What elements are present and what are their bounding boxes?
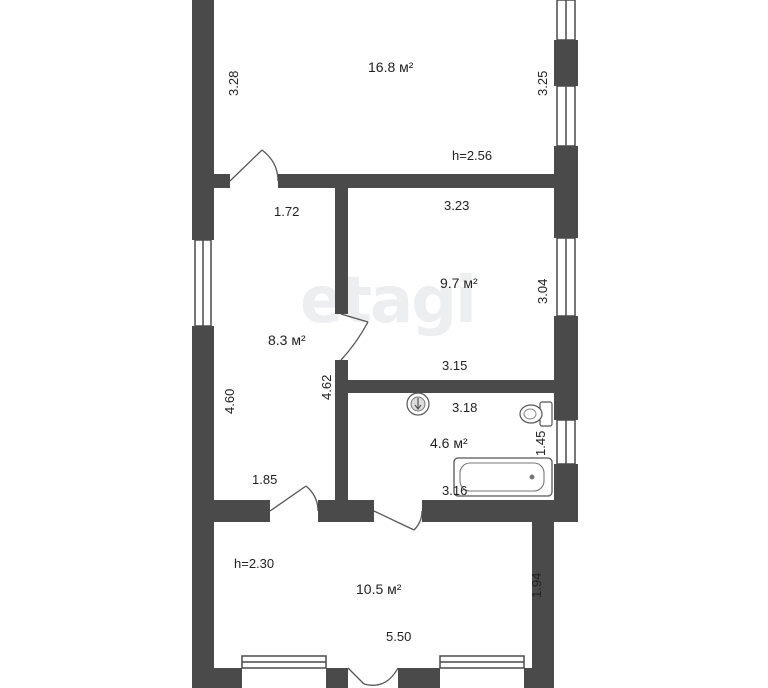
window-bottom-right bbox=[439, 655, 525, 669]
room-left-dim-right: 4.62 bbox=[319, 375, 334, 400]
room-bottom-height: h=2.30 bbox=[234, 556, 274, 571]
door-entrance bbox=[347, 667, 399, 686]
room-left-dim-bottom: 1.85 bbox=[252, 472, 277, 487]
room-bottom-dim-bottom: 5.50 bbox=[386, 629, 411, 644]
bathroom-area: 4.6 м² bbox=[430, 435, 468, 451]
room-top-dim-right: 3.25 bbox=[535, 71, 550, 96]
room-middle-area: 9.7 м² bbox=[440, 275, 478, 291]
toilet-icon bbox=[519, 401, 553, 427]
bathroom-dim-top: 3.18 bbox=[452, 400, 477, 415]
doors bbox=[229, 149, 423, 686]
room-left-dim-top: 1.72 bbox=[274, 204, 299, 219]
room-top-area: 16.8 м² bbox=[368, 59, 414, 75]
window-bathroom bbox=[556, 419, 576, 465]
room-top-height: h=2.56 bbox=[452, 148, 492, 163]
bathroom-dim-bottom: 3.16 bbox=[442, 483, 467, 498]
room-middle-dim-right: 3.04 bbox=[535, 279, 550, 304]
window-middle-right bbox=[556, 237, 576, 317]
room-bottom-dim-right: 1.94 bbox=[529, 573, 544, 598]
room-middle-dim-bottom: 3.15 bbox=[442, 358, 467, 373]
window-top-right-2 bbox=[556, 85, 576, 147]
bathroom-dim-right: 1.45 bbox=[533, 431, 548, 456]
room-middle-dim-top: 3.23 bbox=[444, 198, 469, 213]
walls bbox=[192, 0, 578, 688]
watermark: etagi bbox=[300, 264, 475, 338]
door-bathroom bbox=[373, 510, 423, 531]
room-left-area: 8.3 м² bbox=[268, 332, 306, 348]
room-bottom-area: 10.5 м² bbox=[356, 581, 402, 597]
bathtub-icon bbox=[453, 457, 553, 497]
room-top-dim-left: 3.28 bbox=[226, 71, 241, 96]
door-left-room bbox=[269, 485, 319, 512]
door-top-room bbox=[229, 149, 279, 182]
window-bottom-left bbox=[241, 655, 327, 669]
floor-drain-icon bbox=[406, 392, 430, 416]
window-left bbox=[194, 239, 212, 327]
room-left-dim-left: 4.60 bbox=[222, 389, 237, 414]
windows bbox=[194, 0, 576, 669]
door-left-middle bbox=[340, 313, 369, 361]
window-top-right bbox=[556, 0, 576, 41]
